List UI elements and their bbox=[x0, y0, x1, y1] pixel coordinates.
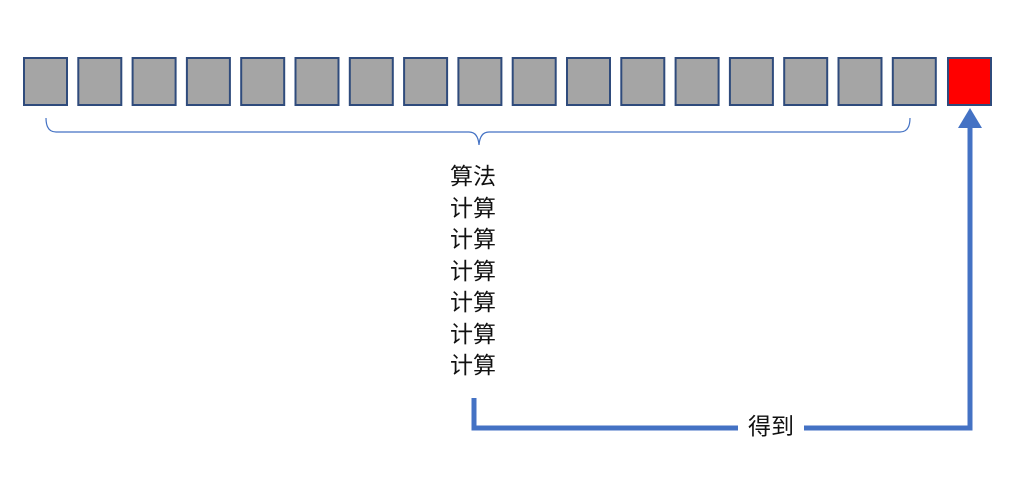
result-cell bbox=[947, 57, 992, 106]
input-cell bbox=[240, 57, 286, 106]
input-cell bbox=[566, 57, 611, 106]
step-label: 计算 bbox=[450, 353, 496, 379]
input-cell bbox=[674, 57, 720, 106]
step-label: 计算 bbox=[450, 195, 496, 222]
curly-brace bbox=[45, 117, 911, 146]
input-cell bbox=[348, 57, 394, 106]
input-cell bbox=[891, 57, 937, 106]
input-cell bbox=[620, 57, 666, 106]
step-label: 计算 bbox=[450, 227, 496, 253]
input-cell bbox=[185, 57, 231, 106]
algorithm-steps: 算法计算计算计算计算计算计算 bbox=[436, 162, 510, 383]
step-label: 计算 bbox=[450, 321, 496, 348]
input-cell bbox=[511, 57, 557, 106]
input-cell bbox=[403, 57, 449, 106]
step-label: 算法 bbox=[450, 164, 496, 190]
input-cell bbox=[77, 57, 123, 106]
input-cell bbox=[457, 57, 503, 106]
input-cells bbox=[23, 57, 937, 106]
arrow-label: 得到 bbox=[738, 412, 804, 444]
step-label: 计算 bbox=[450, 290, 496, 316]
input-cell bbox=[837, 57, 883, 106]
arrow-head-icon bbox=[958, 108, 982, 128]
result-arrow-line bbox=[471, 126, 973, 431]
input-cell bbox=[783, 57, 829, 106]
input-cell bbox=[728, 57, 774, 106]
input-cell bbox=[294, 57, 340, 106]
step-label: 计算 bbox=[450, 258, 496, 285]
input-cell bbox=[23, 57, 68, 106]
input-cell bbox=[131, 57, 177, 106]
